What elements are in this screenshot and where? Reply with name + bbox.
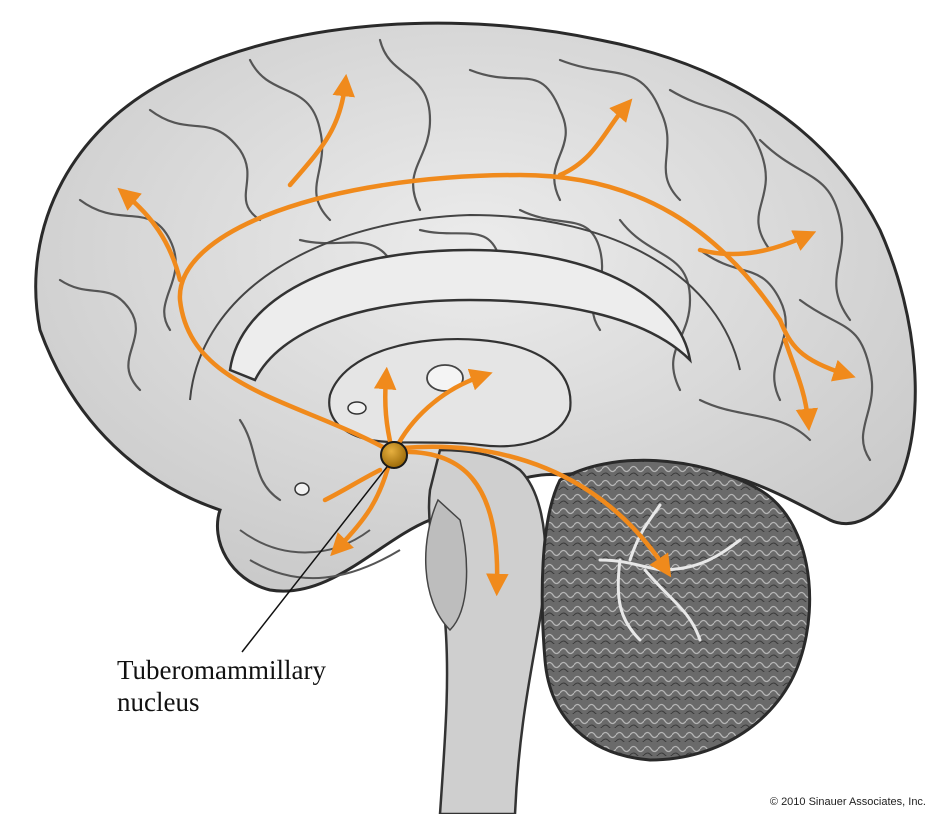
- nucleus-label-line1: Tuberomammillary: [117, 657, 326, 684]
- pons: [426, 500, 467, 630]
- cerebellum: [542, 460, 809, 760]
- tuberomammillary-nucleus: [381, 442, 407, 468]
- copyright-notice: © 2010 Sinauer Associates, Inc.: [770, 796, 926, 808]
- mammillary-body: [295, 483, 309, 495]
- optic-chiasm: [348, 402, 366, 414]
- nucleus-label-line2: nucleus: [117, 689, 199, 716]
